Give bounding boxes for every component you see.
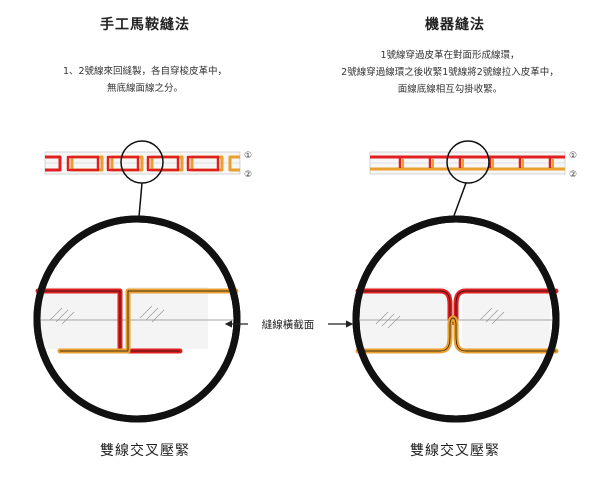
left-marker-2: ② <box>244 170 252 180</box>
right-desc-line-1: 1號線穿過皮革在對面形成線環， <box>380 50 520 61</box>
right-marker-2: ② <box>569 170 577 180</box>
left-title: 手工馬鞍縫法 <box>100 17 190 33</box>
right-stitch-strip <box>369 140 566 184</box>
left-marker-1: ① <box>244 151 252 161</box>
right-zoom-circle <box>352 215 560 423</box>
cross-section-label: 縫線橫截面 <box>261 319 315 331</box>
right-desc-line-2: 2號線穿過線環之後收緊1號線將2號線拉入皮革中， <box>341 67 559 78</box>
right-caption: 雙線交叉壓緊 <box>410 443 500 459</box>
left-desc-line-1: 1、2號線來回縫製，各自穿梭皮革中， <box>62 66 228 77</box>
right-marker-1: ① <box>569 151 577 161</box>
left-caption: 雙線交叉壓緊 <box>100 443 190 459</box>
right-desc-line-3: 面線底線相互勾掛收緊。 <box>397 84 503 95</box>
left-desc-line-2: 無底線面線之分。 <box>106 83 183 94</box>
left-zoom-circle <box>33 215 241 423</box>
left-stitch-strip <box>44 140 241 184</box>
right-title: 機器縫法 <box>425 17 485 33</box>
